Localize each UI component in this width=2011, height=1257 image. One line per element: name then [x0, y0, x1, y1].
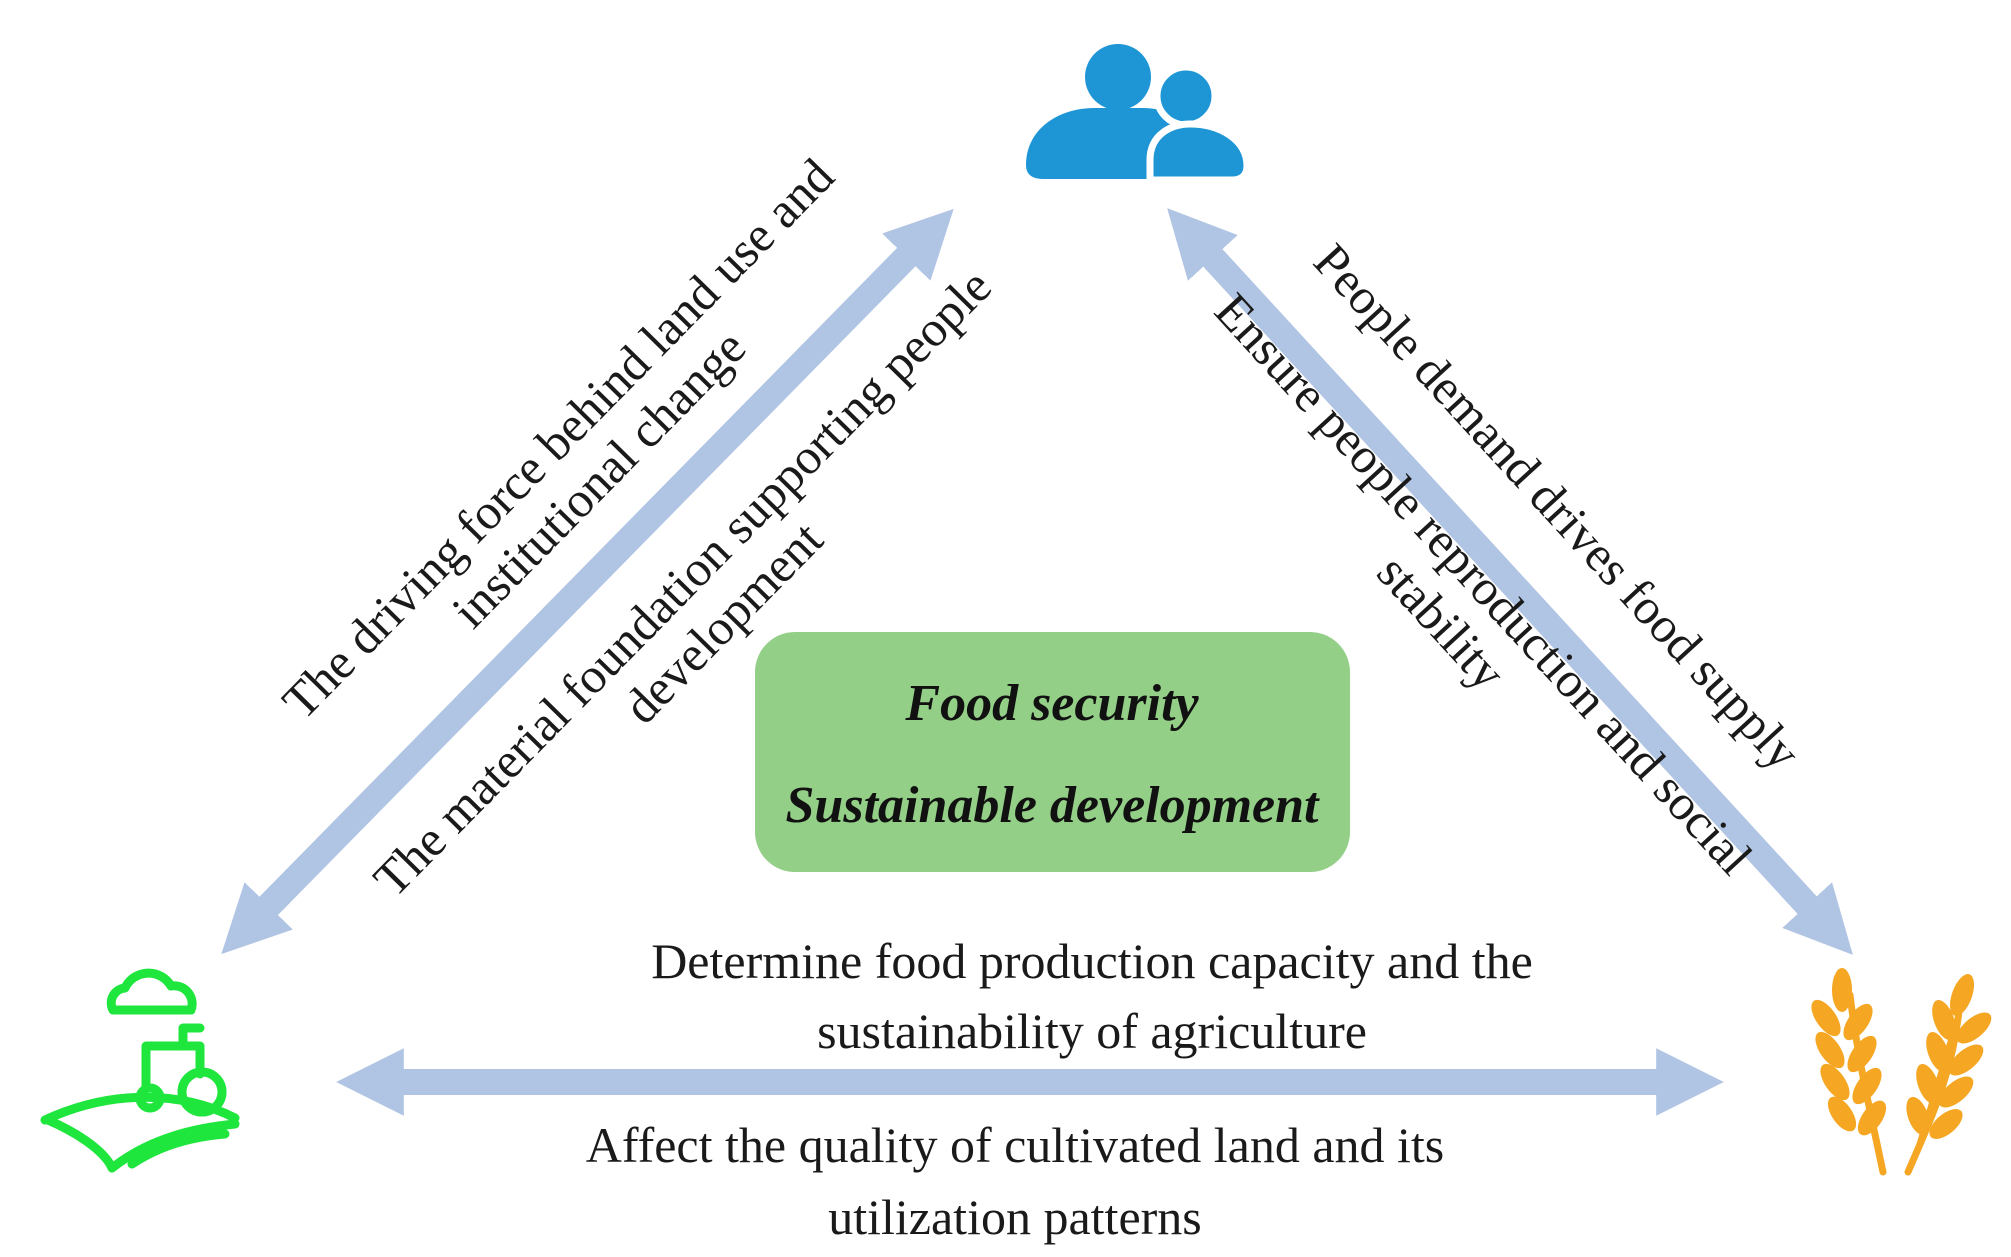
- center-box: [755, 632, 1350, 872]
- people-icon: [1026, 44, 1251, 184]
- label-land-food-top-1: Determine food production capacity and t…: [651, 933, 1533, 989]
- wheat-icon: [1811, 968, 1992, 1176]
- center-text-food-security: Food security: [904, 675, 1199, 732]
- arrow-people-food: [1167, 208, 1853, 955]
- label-land-people-outer-1: The driving force behind land use and: [271, 148, 844, 730]
- label-land-food-bottom-2: utilization patterns: [828, 1189, 1202, 1245]
- farm-tractor-icon: [40, 968, 240, 1173]
- arrow-land-people: [221, 208, 954, 955]
- center-text-sustainable-development: Sustainable development: [786, 777, 1321, 834]
- label-land-food-bottom-1: Affect the quality of cultivated land an…: [586, 1117, 1445, 1173]
- label-land-food-top-2: sustainability of agriculture: [817, 1003, 1367, 1059]
